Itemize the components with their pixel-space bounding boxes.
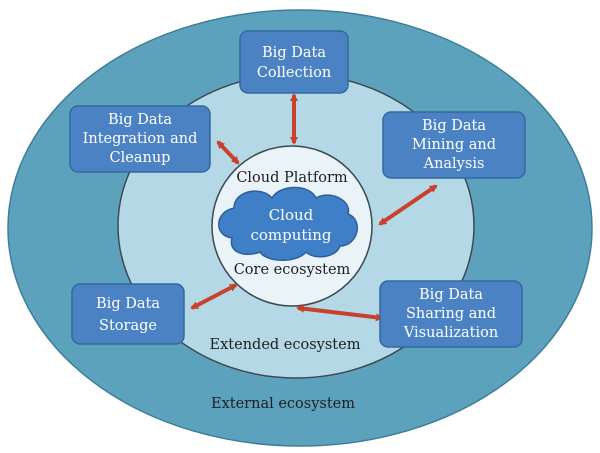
integration-line1: Big Data: [108, 112, 172, 128]
storage-line2: Storage: [99, 318, 157, 334]
extended-ecosystem-label: Extended ecosystem: [210, 337, 361, 353]
cloud-line2: computing: [250, 226, 331, 244]
arrow-integration-core: [216, 140, 240, 165]
arrow-storage-core: [190, 283, 238, 310]
box-big-data-storage: Big Data Storage: [71, 283, 185, 345]
box-big-data-mining: Big Data Mining and Analysis: [382, 111, 526, 179]
integration-line2: Integration and: [83, 131, 198, 147]
mining-line1: Big Data: [422, 118, 486, 134]
sharing-line2: Sharing and: [406, 306, 496, 322]
core-ecosystem-label: Core ecosystem: [234, 262, 351, 278]
storage-line1: Big Data: [96, 296, 160, 312]
integration-line3: Cleanup: [110, 150, 171, 166]
box-big-data-integration: Big Data Integration and Cleanup: [69, 105, 211, 173]
cloud-line1: Cloud: [269, 206, 314, 224]
arrow-sharing-core: [296, 304, 384, 322]
cloud-icon: [218, 186, 358, 261]
sharing-line1: Big Data: [419, 287, 483, 303]
arrow-mining-core: [378, 184, 438, 226]
mining-line3: Analysis: [423, 156, 485, 172]
box-big-data-sharing: Big Data Sharing and Visualization: [379, 280, 523, 348]
collection-line1: Big Data: [262, 45, 326, 61]
collection-line2: Collection: [257, 65, 331, 81]
sharing-line3: Visualization: [403, 325, 498, 341]
cloud-platform-label: Cloud Platform: [236, 170, 348, 186]
external-ecosystem-label: External ecosystem: [211, 396, 355, 412]
box-big-data-collection: Big Data Collection: [239, 30, 349, 94]
mining-line2: Mining and: [412, 137, 496, 153]
